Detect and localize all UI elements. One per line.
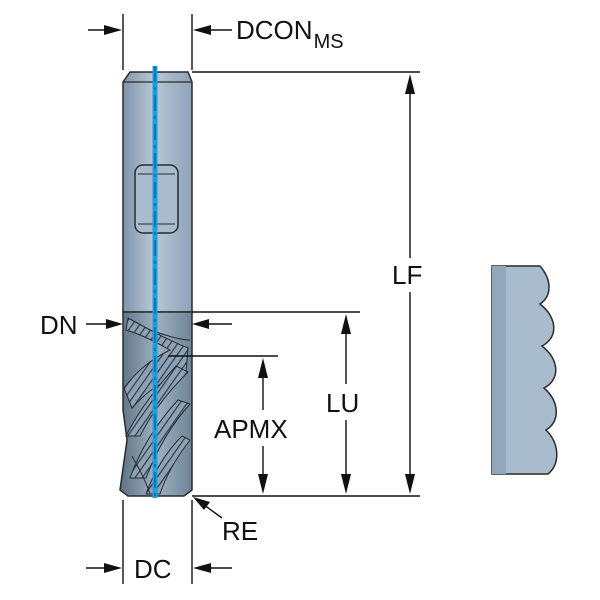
dim-lf (192, 71, 420, 497)
edge-profile (491, 265, 558, 475)
label-dn: DN (40, 310, 78, 340)
label-dc: DC (134, 554, 172, 584)
dim-dn (86, 311, 360, 329)
label-dcon: DCON (236, 15, 313, 45)
dim-dcon (88, 14, 232, 70)
dim-apmx (168, 355, 278, 494)
dim-dc (86, 500, 232, 584)
label-re: RE (222, 516, 258, 546)
label-dcon-subscript: MS (314, 31, 344, 53)
label-apmx: APMX (214, 414, 288, 444)
dim-re (193, 497, 223, 519)
dim-lu (341, 314, 351, 494)
label-lf: LF (392, 260, 422, 290)
label-lu: LU (326, 388, 359, 418)
